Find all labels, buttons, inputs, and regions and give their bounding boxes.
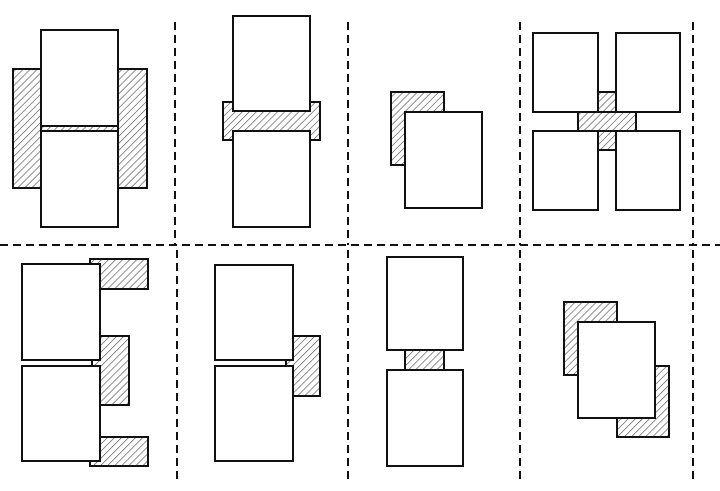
panel-6 [214,264,321,462]
chip-rect [532,130,599,211]
panel-8 [563,301,670,438]
panel-1 [12,29,148,228]
chip-rect [386,369,464,467]
chip-rect [214,365,294,462]
hatched-cross-center [599,113,615,130]
panel-7 [386,256,464,467]
hatched-bridge [404,349,445,371]
hatched-pad [12,68,42,189]
panel-4 [532,32,681,211]
chip-rect [214,264,294,361]
panel-2 [222,15,321,228]
chip-rect [40,130,119,228]
chip-rect [577,321,656,419]
chip-rect [615,32,681,113]
chip-rect [40,29,119,127]
panel-3 [390,91,483,209]
chip-rect [232,15,311,112]
chip-rect [615,130,681,211]
chip-rect [386,256,464,351]
panel-dividers [0,22,720,480]
chip-rect [21,365,101,462]
chip-rect [404,111,483,209]
chip-rect [532,32,599,113]
chip-rect [232,130,311,228]
panel-5 [21,258,149,467]
chip-rect [21,263,101,361]
hatched-pad [117,68,148,189]
